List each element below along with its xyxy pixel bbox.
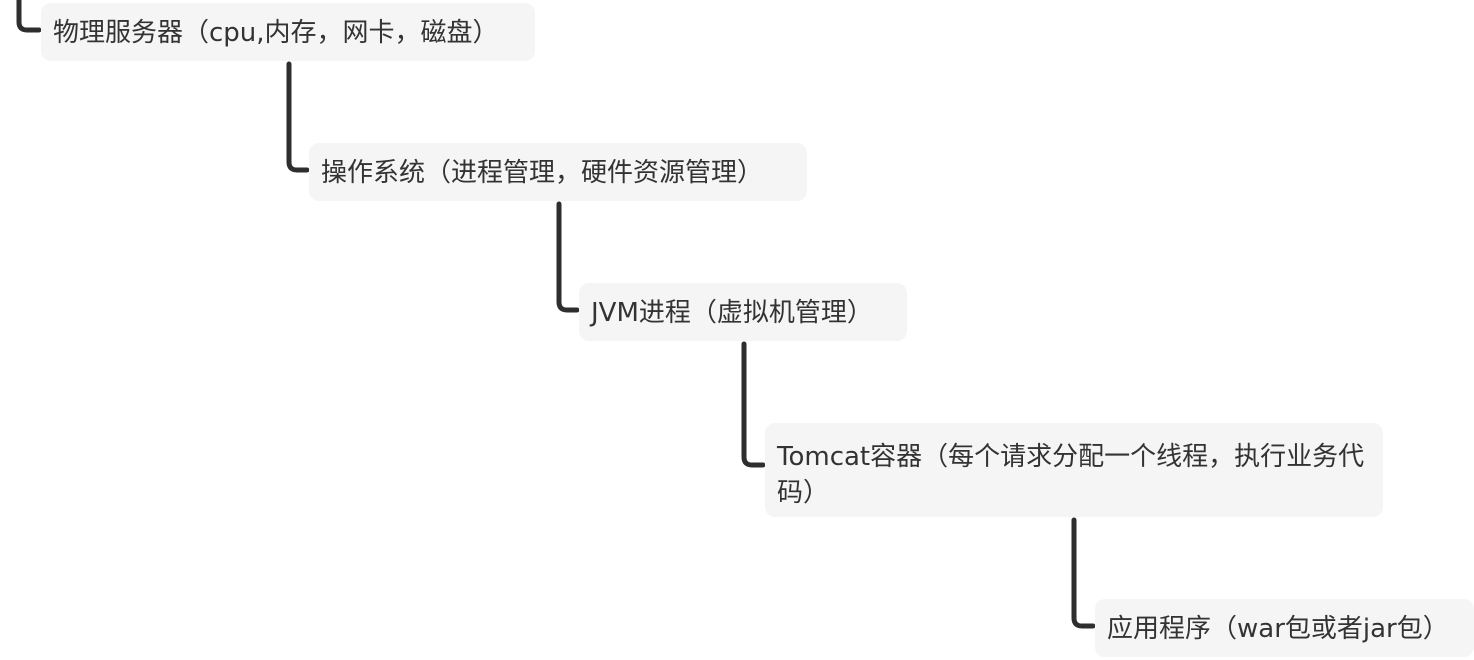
- node-tomcat-container[interactable]: Tomcat容器（每个请求分配一个线程，执行业务代码）: [765, 423, 1383, 517]
- connector-node-2-to-node-3: [741, 341, 766, 468]
- connector-node-1-to-node-2: [556, 201, 580, 313]
- node-physical-server[interactable]: 物理服务器（cpu,内存，网卡，磁盘）: [41, 3, 535, 61]
- node-label: 操作系统（进程管理，硬件资源管理）: [321, 158, 764, 188]
- connector-node-0-to-node-1: [286, 61, 310, 173]
- node-operating-system[interactable]: 操作系统（进程管理，硬件资源管理）: [309, 143, 807, 201]
- connector-root-to-node-0: [16, 0, 42, 33]
- node-label: JVM进程（虚拟机管理）: [591, 298, 873, 328]
- node-jvm-process[interactable]: JVM进程（虚拟机管理）: [579, 283, 907, 341]
- node-label: 物理服务器（cpu,内存，网卡，磁盘）: [53, 18, 499, 48]
- node-application[interactable]: 应用程序（war包或者jar包）: [1095, 599, 1474, 657]
- node-label: 应用程序（war包或者jar包）: [1107, 614, 1449, 644]
- node-label: Tomcat容器（每个请求分配一个线程，执行业务代码）: [777, 442, 1365, 508]
- connector-node-3-to-node-4: [1071, 517, 1096, 629]
